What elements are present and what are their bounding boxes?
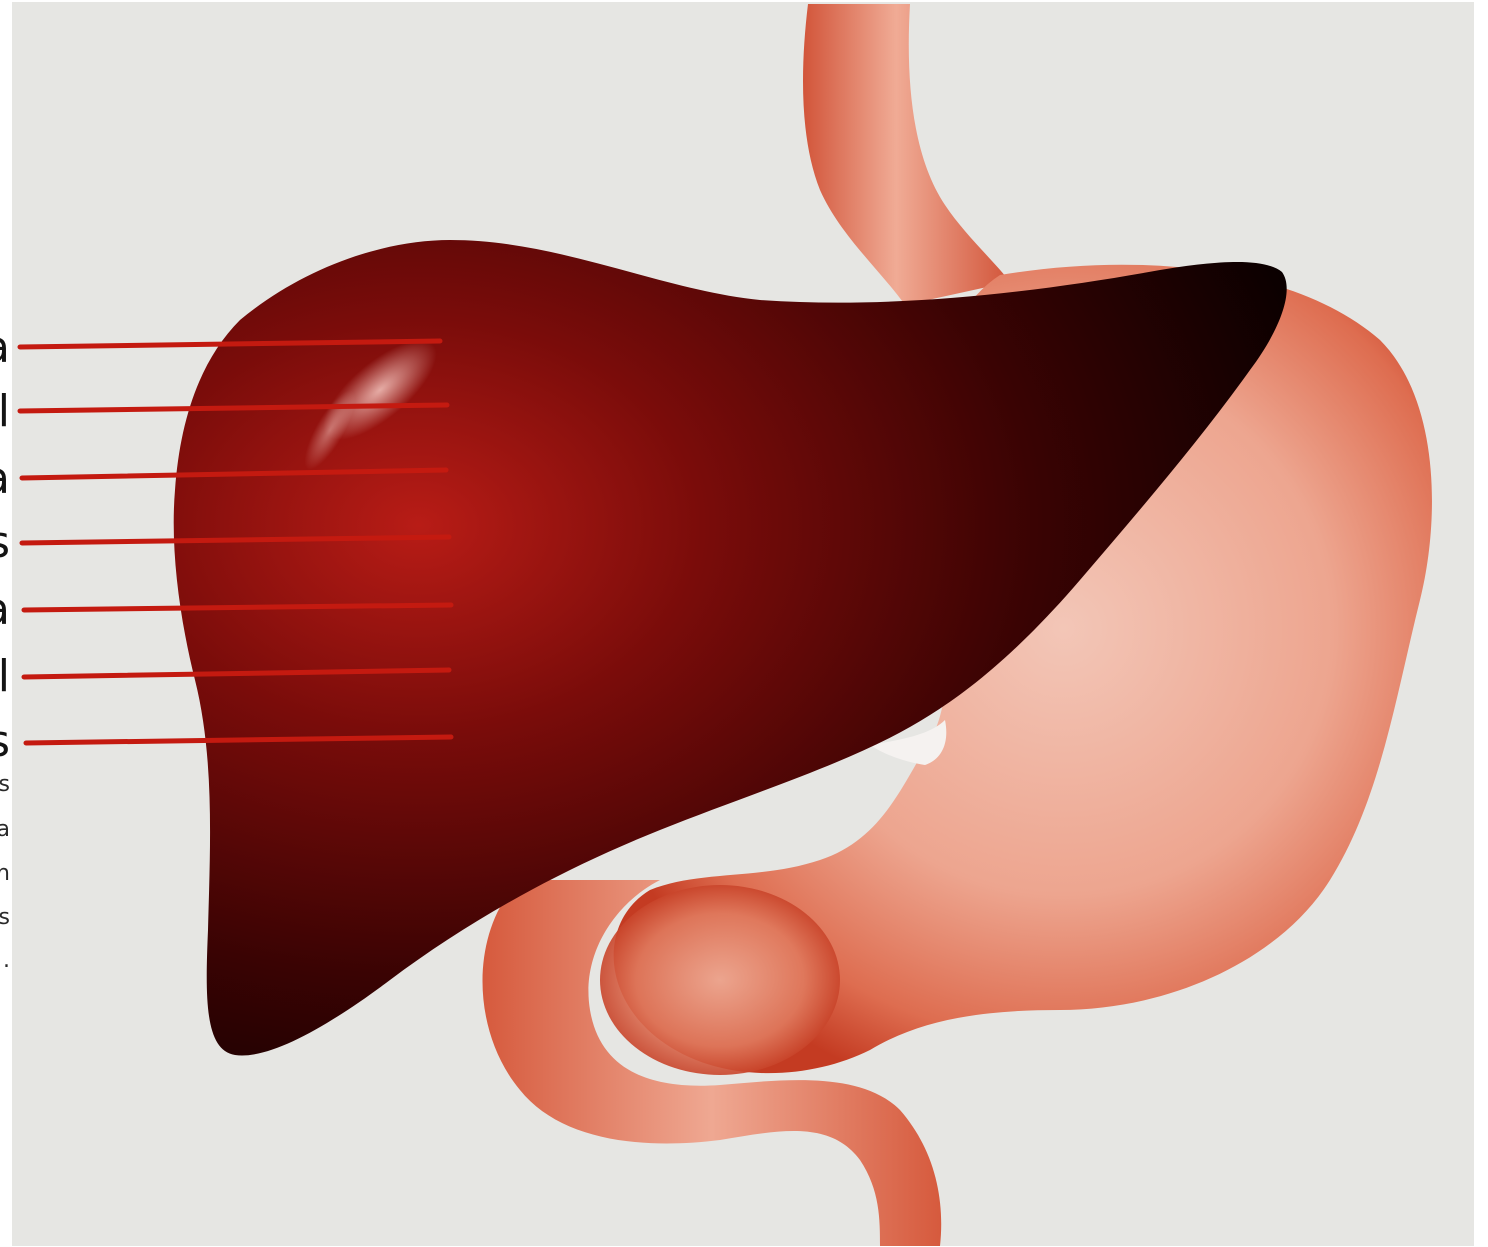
label-2: l [0,390,10,434]
caption-fragment-2: a [0,819,10,841]
label-5: a [0,588,10,632]
caption-fragment-1: s [0,774,10,796]
caption-fragment-4: s [0,907,10,929]
label-6: l [0,655,10,699]
caption-fragment-5: . [3,950,10,972]
label-1: a [0,326,10,370]
caption-fragment-3: n [0,863,10,885]
label-4: s [0,521,10,565]
label-3: a [0,457,10,501]
label-7: s [0,720,10,764]
pylorus [600,885,840,1075]
